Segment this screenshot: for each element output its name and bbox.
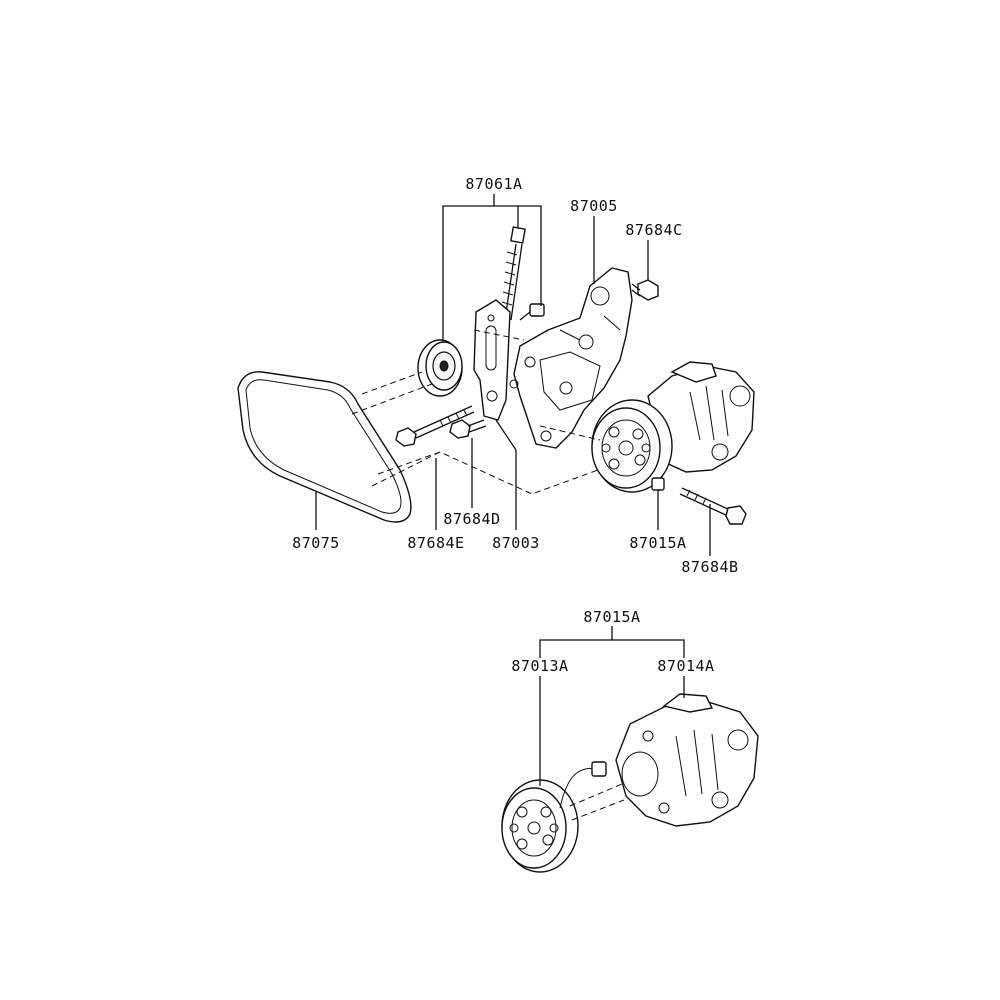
compressor-body[interactable] (615, 693, 759, 827)
alignment-lines (351, 329, 625, 821)
bolt-87684b[interactable] (679, 487, 747, 525)
label-bolt-b[interactable]: 87684B (681, 558, 738, 576)
v-belt-87075[interactable] (237, 371, 412, 523)
bolt-87684d[interactable] (449, 419, 487, 439)
label-bolt-c[interactable]: 87684C (625, 221, 682, 239)
clutch-assy[interactable] (501, 761, 607, 873)
label-compressor-bracket[interactable]: 87005 (570, 197, 618, 215)
label-idler-pulley-assy[interactable]: 87061A (465, 175, 522, 193)
compressor-bracket[interactable] (509, 267, 633, 449)
bolt-87684c[interactable] (631, 279, 659, 301)
leader-lines (315, 194, 711, 786)
label-bolt-d[interactable]: 87684D (443, 510, 500, 528)
label-pulley-bracket[interactable]: 87003 (492, 534, 540, 552)
label-clutch-assy[interactable]: 87013A (511, 657, 568, 675)
idler-pulley[interactable] (417, 339, 463, 397)
compressor-upper[interactable] (591, 361, 755, 493)
pivot-bolt[interactable] (519, 303, 545, 321)
label-bolt-e[interactable]: 87684E (407, 534, 464, 552)
pulley-bracket[interactable] (473, 299, 511, 421)
label-compressor-assy-detail[interactable]: 87015A (583, 608, 640, 626)
bolt-87684e[interactable] (395, 405, 475, 447)
part-labels: 87061A 87005 87684C 87075 87684E 87684D … (292, 175, 738, 675)
label-compressor-body[interactable]: 87014A (657, 657, 714, 675)
label-compressor-assy[interactable]: 87015A (629, 534, 686, 552)
adjusting-bolt[interactable] (501, 226, 526, 321)
label-v-belt[interactable]: 87075 (292, 534, 340, 552)
